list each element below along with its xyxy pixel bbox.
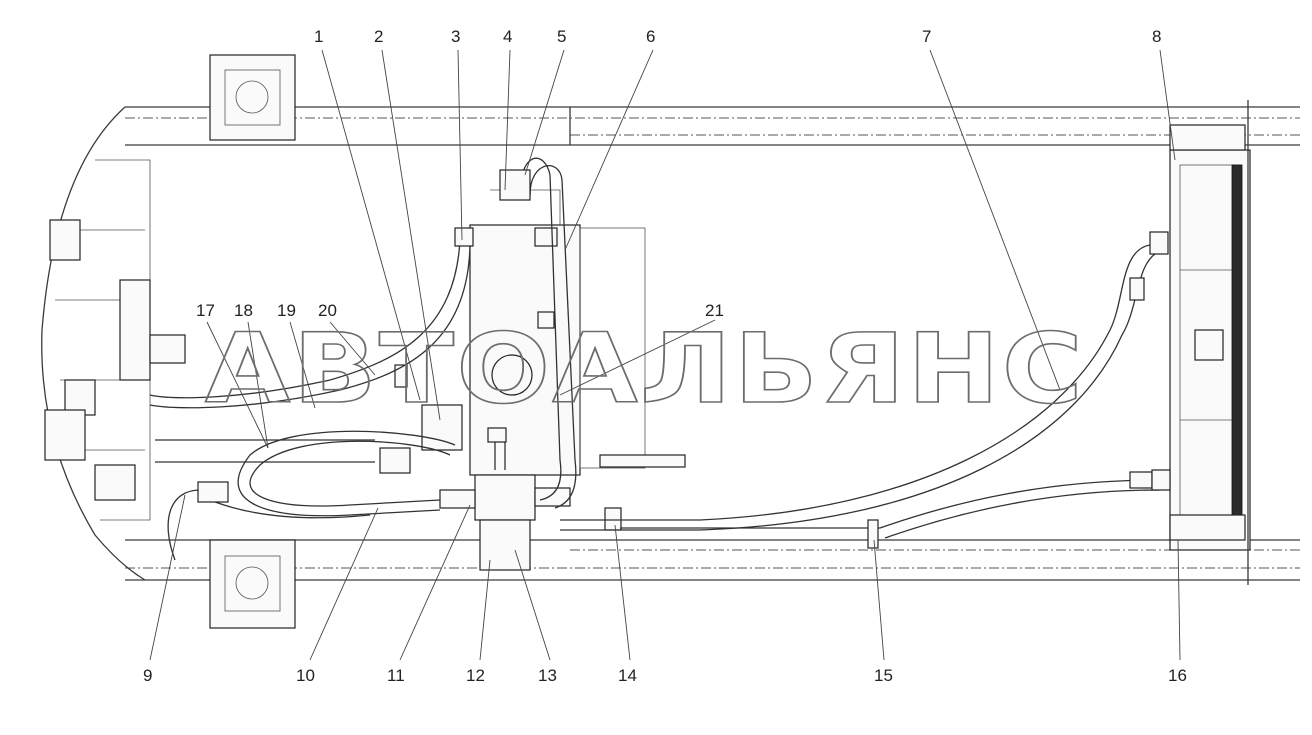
callout-17: 17 (196, 301, 215, 320)
watermark-text: АВТОАЛЬЯНС (205, 313, 1085, 425)
callout-3: 3 (451, 27, 460, 46)
callout-15: 15 (874, 666, 893, 685)
callout-4: 4 (503, 27, 512, 46)
callout-16: 16 (1168, 666, 1187, 685)
callout-9: 9 (143, 666, 152, 685)
callout-8: 8 (1152, 27, 1161, 46)
callout-18: 18 (234, 301, 253, 320)
engine-outline (41, 106, 186, 581)
callout-12: 12 (466, 666, 485, 685)
callout-10: 10 (296, 666, 315, 685)
frame-rails (125, 106, 1300, 581)
callout-19: 19 (277, 301, 296, 320)
callout-6: 6 (646, 27, 655, 46)
callout-14: 14 (618, 666, 637, 685)
callout-7: 7 (922, 27, 931, 46)
filter-assembly (439, 474, 571, 571)
callout-11: 11 (387, 666, 405, 685)
callout-13: 13 (538, 666, 557, 685)
callout-1: 1 (314, 27, 323, 46)
callout-5: 5 (557, 27, 566, 46)
callout-2: 2 (374, 27, 383, 46)
radiator (1169, 100, 1251, 585)
mount-brackets (209, 54, 296, 629)
callout-21: 21 (705, 301, 724, 320)
callout-numbers: 1 2 3 4 5 6 7 8 9 10 11 12 13 14 15 16 1… (143, 27, 1187, 685)
callout-20: 20 (318, 301, 337, 320)
leader-lines (149, 49, 1181, 661)
